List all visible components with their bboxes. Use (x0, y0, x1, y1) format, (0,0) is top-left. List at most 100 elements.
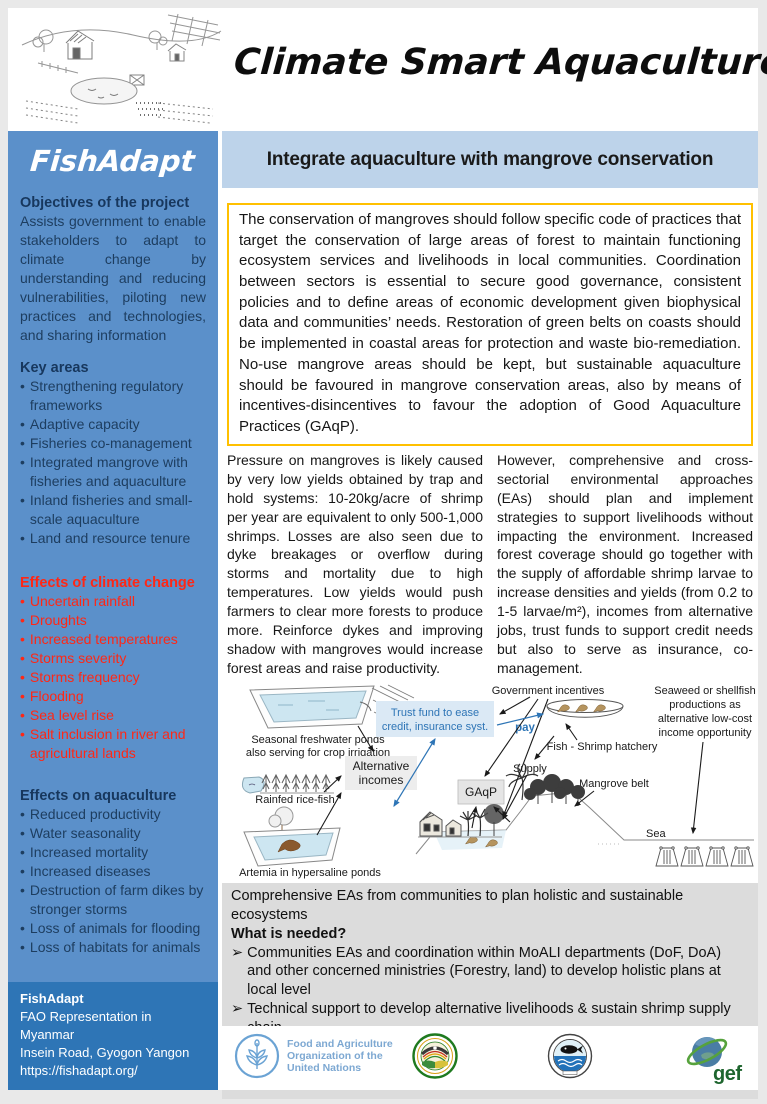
arrow-bullet-icon: ➢ (231, 1001, 244, 1018)
list-item-label: Salt inclusion in river and agricultural… (29, 725, 186, 761)
list-item: • Adaptive capacity (20, 415, 206, 434)
sea-label: Sea (646, 828, 666, 840)
list-item-label: Sea level rise (29, 706, 114, 723)
bullet-icon: • (20, 919, 25, 936)
list-item: • Integrated mangrove with fisheries and… (20, 453, 206, 491)
column-right: However, comprehensive and cross-sectori… (497, 452, 753, 676)
aquaculture-effects-list: • Reduced productivity • Water seasonali… (20, 805, 206, 957)
needs-item: ➢ Communities EAs and coordination withi… (231, 944, 749, 1001)
trust-fund-box: Trust fund to ease credit, insurance sys… (376, 701, 494, 737)
climate-effects-list: • Uncertain rainfall • Droughts • Increa… (20, 592, 206, 763)
list-item-label: Increased diseases (29, 862, 151, 879)
bullet-icon: • (20, 630, 25, 647)
list-item-label: Water seasonality (29, 824, 141, 841)
list-item-label: Loss of habitats for animals (29, 939, 201, 955)
alternative-incomes-label: incomes (359, 773, 404, 787)
footer-org-name: FishAdapt (20, 991, 84, 1007)
diagram-blue-arrows (393, 712, 545, 808)
village-houses-sketch (418, 804, 504, 838)
bullet-icon: • (20, 939, 25, 955)
supply-label: Supply (513, 763, 547, 775)
mangrove-belt-label: Mangrove belt (579, 778, 649, 790)
bullet-icon: • (20, 706, 25, 723)
list-item-label: Uncertain rainfall (29, 592, 135, 609)
list-item: • Water seasonality (20, 824, 206, 843)
fao-logo-icon (234, 1033, 280, 1079)
bullet-icon: • (20, 492, 25, 509)
seaweed-racks-sketch (655, 846, 754, 867)
bullet-icon: • (20, 378, 25, 395)
gef-logo-text: gef (713, 1063, 742, 1085)
list-item-label: Storms frequency (29, 668, 140, 685)
bullet-icon: • (20, 668, 25, 685)
rice-fish-sketch (242, 773, 334, 794)
list-item: • Land and resource tenure (20, 529, 206, 548)
bullet-icon: • (20, 530, 25, 547)
sidebar-footer: FishAdapt FAO Representation in Myanmar … (8, 982, 218, 1090)
svg-text:income opportunity: income opportunity (659, 727, 752, 739)
gaqp-box: GAqP (457, 779, 505, 805)
moali-logo-block (412, 1033, 458, 1084)
bullet-icon: • (20, 592, 25, 609)
highlight-box: The conservation of mangroves should fol… (227, 203, 753, 446)
seasonal-pond-sketch (249, 684, 415, 729)
list-item-label: Droughts (29, 611, 87, 628)
list-item-label: Adaptive capacity (29, 416, 140, 433)
objectives-heading: Objectives of the project (20, 195, 190, 211)
list-item: • Storms severity (20, 649, 206, 668)
footer-address-line: Insein Road, Gyogon Yangon (20, 1045, 190, 1061)
hatchery-label: Fish - Shrimp hatchery (547, 741, 658, 753)
two-column-text: Pressure on mangroves is likely caused b… (227, 451, 753, 678)
climate-effects-heading: Effects of climate change (20, 574, 195, 591)
list-item: • Uncertain rainfall (20, 592, 206, 611)
gef-logo-block: gef (685, 1033, 755, 1085)
section-banner: Integrate aquaculture with mangrove cons… (222, 131, 758, 188)
key-areas-heading: Key areas (20, 360, 89, 377)
fishadapt-url-link[interactable]: https://fishadapt.org/ (20, 1063, 138, 1079)
key-areas-list: • Strengthening regulatory frameworks • … (20, 377, 206, 548)
partner-logos-row: Food and Agriculture Organization of the… (222, 1026, 758, 1090)
bullet-icon: • (20, 454, 25, 471)
aquaculture-system-diagram: Seasonal freshwater ponds also serving f… (239, 684, 756, 879)
bullet-icon: • (20, 843, 25, 860)
svg-text:productions as: productions as (669, 699, 741, 711)
column-left: Pressure on mangroves is likely caused b… (227, 452, 483, 676)
list-item-label: Loss of animals for flooding (29, 919, 201, 936)
list-item-label: Increased mortality (29, 843, 149, 860)
list-item-label: Destruction of farm dikes by stronger st… (29, 881, 204, 917)
list-item: • Loss of animals for flooding (20, 919, 206, 938)
village-sketch-illustration (21, 13, 222, 124)
bullet-icon: • (20, 881, 25, 898)
trust-fund-label: credit, insurance syst. (382, 721, 488, 733)
gef-logo-icon (686, 1037, 728, 1067)
list-item: • Strengthening regulatory frameworks (20, 377, 206, 415)
svg-text:alternative low-cost: alternative low-cost (658, 713, 752, 725)
list-item: • Inland fisheries and small-scale aquac… (20, 491, 206, 529)
bullet-icon: • (20, 416, 25, 433)
seaweed-label: Seaweed or shellfish productions as alte… (654, 685, 756, 739)
list-item: • Droughts (20, 611, 206, 630)
list-item: • Destruction of farm dikes by stronger … (20, 881, 206, 919)
trust-fund-label: Trust fund to ease (391, 707, 479, 719)
list-item-label: Integrated mangrove with fisheries and a… (29, 454, 188, 490)
list-item-label: Strengthening regulatory frameworks (29, 378, 184, 414)
bullet-icon: • (20, 649, 25, 666)
footer-address-line: FAO Representation in Myanmar (20, 1009, 152, 1043)
government-incentives-label: Government incentives (492, 685, 605, 697)
brand-wordmark: FishAdapt (28, 144, 197, 178)
alternative-incomes-box: Alternative incomes (345, 756, 417, 790)
poster-sheet: Climate Smart Aquaculture FishAdapt Obje… (8, 8, 767, 1100)
list-item-label: Flooding (29, 687, 84, 704)
bullet-icon: • (20, 824, 25, 841)
needs-intro: Comprehensive EAs from communities to pl… (231, 888, 684, 923)
page-title: Climate Smart Aquaculture (232, 42, 767, 83)
list-item: • Sea level rise (20, 706, 206, 725)
artemia-label: Artemia in hypersaline ponds (239, 867, 381, 879)
arrow-bullet-icon: ➢ (231, 944, 244, 961)
diagram-arrows (316, 696, 704, 836)
hatchery-sketch (546, 699, 624, 718)
seasonal-pond-label: Seasonal freshwater ponds (251, 734, 385, 746)
fao-logo-block: Food and Agriculture Organization of the… (234, 1033, 393, 1079)
list-item: • Flooding (20, 687, 206, 706)
